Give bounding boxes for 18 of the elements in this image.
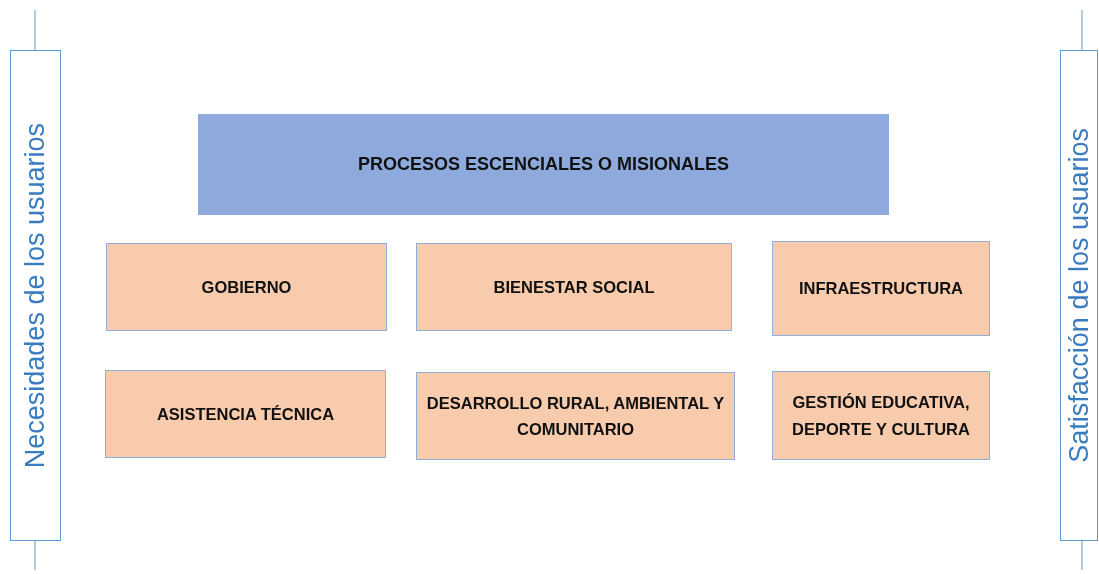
process-label: INFRAESTRUCTURA xyxy=(798,278,964,300)
side-panel xyxy=(1060,50,1098,541)
side-label: Satisfacción de los usuarios xyxy=(1063,128,1095,463)
header-box xyxy=(198,114,889,215)
process-label: DESARROLLO RURAL, AMBIENTAL Y COMUNITARIO xyxy=(425,392,726,440)
process-box xyxy=(416,243,732,331)
process-box xyxy=(416,372,735,460)
process-box xyxy=(106,243,387,331)
side-panel xyxy=(10,50,61,541)
header-label: PROCESOS ESCENCIALES O MISIONALES xyxy=(357,154,730,175)
process-label: GESTIÓN EDUCATIVA, DEPORTE Y CULTURA xyxy=(791,392,971,440)
process-label: ASISTENCIA TÉCNICA xyxy=(156,403,335,425)
process-box xyxy=(772,371,990,460)
side-label: Necesidades de los usuarios xyxy=(20,122,51,469)
process-box xyxy=(105,370,386,458)
process-box xyxy=(772,241,990,336)
process-label: BIENESTAR SOCIAL xyxy=(493,276,655,298)
process-label: GOBIERNO xyxy=(201,276,292,298)
